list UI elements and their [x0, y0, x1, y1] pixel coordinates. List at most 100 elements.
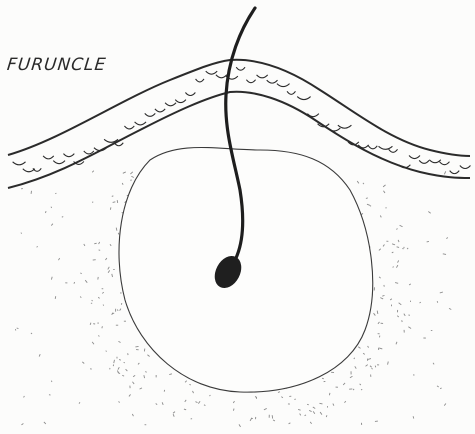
- skin-cell-mark: [53, 161, 65, 164]
- skin-cell-mark: [13, 162, 26, 165]
- skin-cell-mark: [440, 162, 450, 165]
- stipple-mark: [366, 365, 368, 367]
- stipple-mark: [399, 303, 402, 305]
- stipple-mark: [370, 206, 371, 207]
- stipple-mark: [112, 274, 113, 277]
- stipple-mark: [132, 382, 134, 384]
- skin-cell-mark: [185, 93, 195, 96]
- stipple-mark: [117, 309, 118, 310]
- stipple-mark: [329, 393, 330, 395]
- stipple-mark: [372, 368, 373, 369]
- stipple-mark: [449, 308, 451, 309]
- stipple-mark: [313, 407, 315, 409]
- stipple-mark: [94, 243, 96, 244]
- stipple-mark: [437, 301, 438, 303]
- stipple-mark: [98, 297, 99, 298]
- stipple-mark: [99, 242, 100, 244]
- stipple-mark: [363, 183, 364, 184]
- stipple-mark: [21, 233, 22, 234]
- stipple-mark: [120, 309, 121, 311]
- stipple-mark: [289, 423, 291, 424]
- stipple-mark: [114, 360, 115, 363]
- stipple-mark: [193, 391, 194, 393]
- stipple-mark: [319, 403, 322, 404]
- stipple-mark: [437, 386, 439, 387]
- stipple-mark: [440, 388, 441, 389]
- stipple-mark: [92, 342, 94, 344]
- stipple-mark: [132, 414, 133, 416]
- stipple-mark: [298, 409, 300, 410]
- skin-cell-mark: [379, 146, 393, 149]
- stipple-mark: [80, 297, 81, 298]
- stipple-mark: [108, 270, 110, 272]
- stipple-mark: [400, 225, 403, 226]
- stipple-mark: [108, 267, 110, 270]
- stipple-mark: [378, 322, 380, 324]
- stipple-mark: [79, 402, 80, 403]
- skin-cell-mark: [297, 97, 310, 100]
- stipple-mark: [80, 273, 81, 274]
- stipple-mark: [173, 414, 174, 417]
- stipple-mark: [392, 244, 395, 245]
- stipple-mark: [103, 305, 104, 306]
- stipple-mark: [37, 246, 38, 247]
- stipple-mark: [118, 367, 119, 369]
- stipple-mark: [383, 185, 385, 187]
- stipple-mark: [360, 384, 361, 385]
- stipple-mark: [51, 224, 53, 226]
- stipple-mark: [375, 366, 376, 368]
- stipple-mark: [112, 196, 114, 197]
- skin-cell-mark: [145, 113, 156, 116]
- skin-cell-mark: [175, 100, 186, 103]
- stipple-mark: [105, 258, 106, 260]
- stipple-mark: [82, 362, 84, 364]
- stipple-mark: [129, 394, 131, 396]
- stipple-mark: [377, 311, 378, 314]
- stipple-mark: [55, 296, 56, 299]
- stipple-mark: [354, 358, 355, 359]
- stipple-mark: [413, 416, 414, 418]
- stipple-mark: [92, 300, 93, 301]
- stipple-mark: [393, 267, 394, 268]
- skin-cell-mark: [429, 160, 440, 163]
- stipple-mark: [361, 389, 362, 390]
- skin-cell-mark: [267, 80, 278, 83]
- stipple-mark: [233, 409, 234, 411]
- stipple-mark: [110, 207, 111, 209]
- skin-cell-mark: [460, 166, 471, 169]
- stipple-mark: [118, 341, 120, 342]
- stipple-mark: [313, 411, 315, 413]
- stipple-mark: [90, 323, 91, 325]
- stipple-mark: [326, 415, 327, 417]
- stipple-mark: [162, 402, 163, 405]
- skin-cell-mark: [135, 122, 146, 125]
- stipple-mark: [355, 366, 356, 368]
- stipple-mark: [24, 396, 25, 397]
- stipple-mark: [383, 245, 384, 247]
- stipple-mark: [404, 314, 405, 316]
- stipple-mark: [396, 265, 397, 268]
- diagram-label: FURUNCLE: [6, 55, 107, 75]
- stipple-mark: [233, 401, 234, 403]
- stipple-mark: [45, 211, 46, 213]
- stipple-mark: [118, 402, 119, 403]
- stipple-mark: [119, 359, 121, 360]
- stipple-mark: [322, 378, 324, 379]
- stipple-mark: [350, 376, 353, 378]
- stipple-mark: [310, 422, 311, 424]
- stipple-mark: [382, 295, 384, 296]
- stipple-mark: [17, 328, 19, 329]
- stipple-mark: [122, 183, 123, 185]
- stipple-mark: [379, 249, 381, 251]
- stipple-mark: [444, 404, 446, 406]
- stipple-mark: [444, 171, 445, 174]
- skin-cell-mark: [450, 171, 460, 174]
- stipple-mark: [380, 298, 383, 299]
- skin-cell-mark: [236, 67, 245, 70]
- stipple-mark: [85, 280, 87, 282]
- stipple-mark: [395, 283, 398, 284]
- stipple-mark: [264, 408, 267, 409]
- stipple-mark: [357, 181, 359, 183]
- stipple-mark: [131, 176, 133, 177]
- stipple-mark: [145, 372, 146, 373]
